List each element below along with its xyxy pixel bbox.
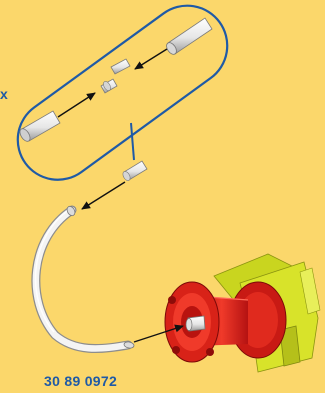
part-number: 30 89 0972 <box>44 373 117 389</box>
hose-section-icon <box>165 18 212 56</box>
curved-hose-icon <box>36 205 135 349</box>
coupling-icon <box>121 161 147 182</box>
hose-reel-icon <box>165 254 320 372</box>
arrow-icon <box>58 93 95 117</box>
arrow-icon <box>135 49 167 69</box>
quantity-label: x <box>0 86 8 102</box>
coupling-icon <box>101 59 130 93</box>
arrow-icon <box>82 182 125 209</box>
